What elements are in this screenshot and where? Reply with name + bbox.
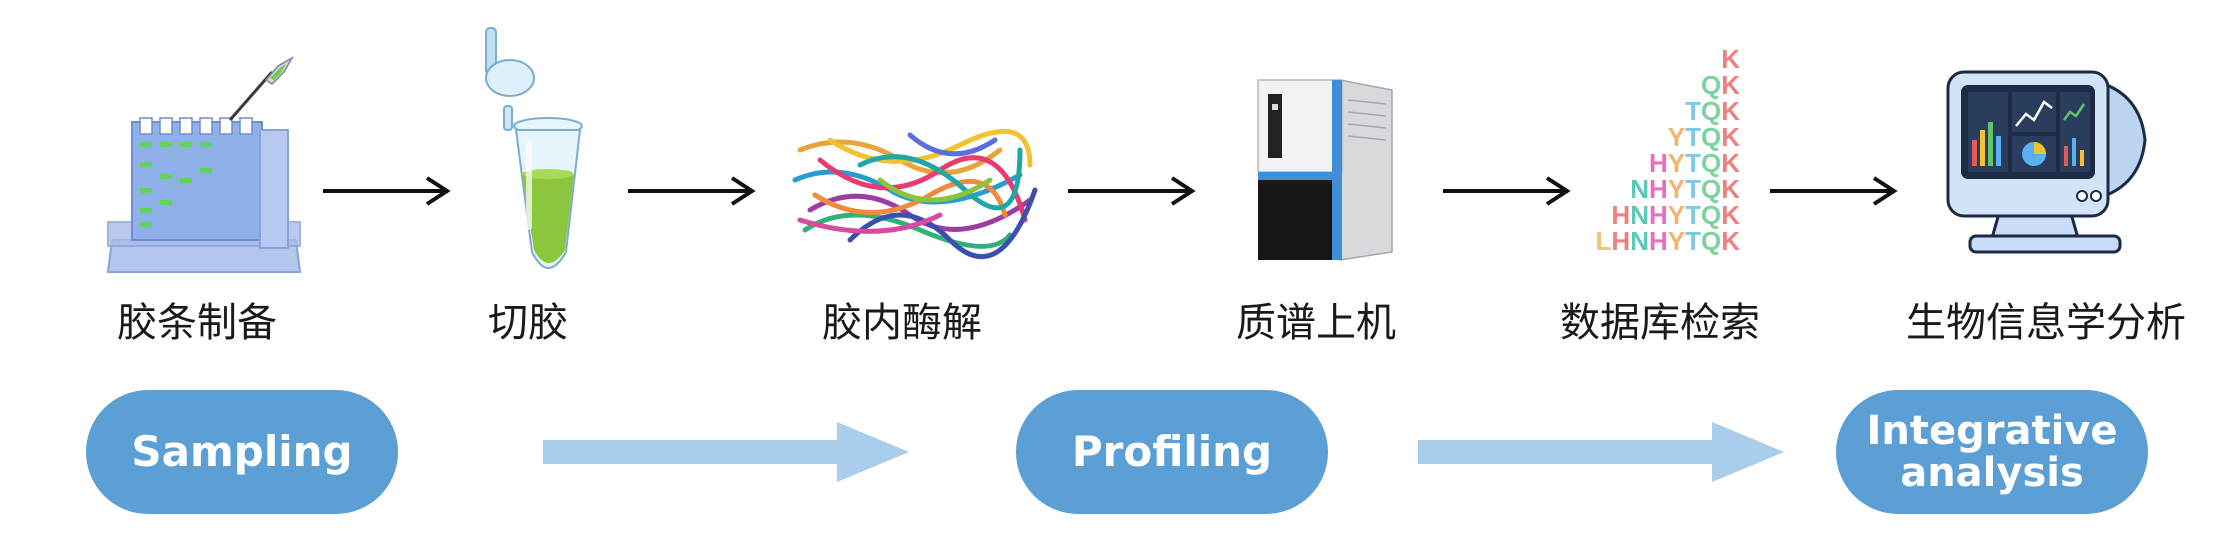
peptide-residue: N <box>1630 200 1649 230</box>
step-label-bioinfo: 生物信息学分析 <box>1906 300 2186 346</box>
peptide-ladder-line: HNHYTQK <box>1611 202 1740 228</box>
phase-arrow-1 <box>543 422 909 482</box>
peptide-residue: H <box>1648 148 1668 178</box>
peptide-residue: Q <box>1700 122 1722 152</box>
phase-label-sampling: Sampling <box>131 426 353 476</box>
step-label-ms: 质谱上机 <box>1236 300 1396 346</box>
peptide-residue: T <box>1685 174 1701 204</box>
peptide-residue: Y <box>1667 174 1686 204</box>
peptide-residue: Y <box>1667 200 1686 230</box>
microcentrifuge-tube-icon <box>485 27 583 269</box>
peptide-residue: T <box>1685 148 1701 178</box>
ms-step <box>1250 60 1400 261</box>
step-label-search: 数据库检索 <box>1560 300 1760 346</box>
peptide-residue: K <box>1721 148 1740 178</box>
mass-spectrometer-icon <box>1257 79 1393 261</box>
phase-pill-sampling: Sampling <box>86 390 398 514</box>
peptide-ladder-line: LHNHYTQK <box>1596 228 1740 254</box>
gel-electrophoresis-icon <box>106 55 302 273</box>
peptide-residue: K <box>1721 44 1740 74</box>
step-label-digest: 胶内酶解 <box>822 300 982 346</box>
phase-label-integrative-2: analysis <box>1900 450 2084 496</box>
peptide-residue: H <box>1648 200 1668 230</box>
peptide-residue: Y <box>1667 226 1686 256</box>
peptide-residue: Q <box>1700 148 1722 178</box>
peptide-residue: N <box>1630 226 1649 256</box>
peptide-residue: K <box>1721 226 1740 256</box>
peptide-residue: Y <box>1667 122 1686 152</box>
flow-arrow-1 <box>323 176 451 206</box>
peptide-residue: H <box>1648 226 1668 256</box>
flow-arrow-3 <box>1068 176 1196 206</box>
peptide-residue: Q <box>1700 96 1722 126</box>
peptide-residue: K <box>1721 174 1740 204</box>
peptide-residue: K <box>1721 70 1740 100</box>
peptide-ladder-line: NHYTQK <box>1630 176 1740 202</box>
phase-pill-integrative: Integrative analysis <box>1836 390 2148 514</box>
peptide-ladder-line: K <box>1721 46 1740 72</box>
digest-step <box>790 120 1040 260</box>
peptide-residue: H <box>1611 200 1631 230</box>
flow-arrow-4 <box>1443 176 1571 206</box>
peptide-residue: L <box>1595 226 1612 256</box>
peptide-residue: Q <box>1700 226 1722 256</box>
peptide-residue: K <box>1721 122 1740 152</box>
phase-arrow-2 <box>1418 422 1784 482</box>
peptide-residue: Q <box>1700 70 1722 100</box>
peptide-residue: T <box>1685 96 1701 126</box>
peptide-residue: Q <box>1700 174 1722 204</box>
gel-step <box>100 50 310 280</box>
phase-label-integrative-1: Integrative <box>1866 408 2118 454</box>
phase-pill-profiling: Profiling <box>1016 390 1328 514</box>
peptide-residue: Y <box>1667 148 1686 178</box>
peptide-residue: H <box>1611 226 1631 256</box>
phase-label-profiling: Profiling <box>1071 426 1273 476</box>
peptide-residue: Q <box>1700 200 1722 230</box>
peptide-residue: N <box>1630 174 1649 204</box>
peptide-residue: H <box>1648 174 1668 204</box>
peptide-residue: K <box>1721 200 1740 230</box>
computer-monitor-icon <box>1946 70 2147 254</box>
peptide-ladder-line: YTQK <box>1668 124 1740 150</box>
computer-step <box>1940 50 2150 260</box>
peptide-ladder-line: TQK <box>1685 98 1740 124</box>
peptide-strands-icon <box>792 128 1038 260</box>
peptide-residue: T <box>1685 200 1701 230</box>
step-label-gel: 胶条制备 <box>117 300 277 346</box>
peptide-residue: T <box>1685 226 1701 256</box>
peptide-ladder-line: HYTQK <box>1649 150 1740 176</box>
flow-arrow-2 <box>628 176 756 206</box>
tube-step <box>470 22 590 284</box>
step-label-tube: 切胶 <box>488 300 568 346</box>
flow-arrow-5 <box>1770 176 1898 206</box>
peptide-residue: K <box>1721 96 1740 126</box>
peptide-ladder-line: QK <box>1701 72 1740 98</box>
peptide-residue: T <box>1685 122 1701 152</box>
